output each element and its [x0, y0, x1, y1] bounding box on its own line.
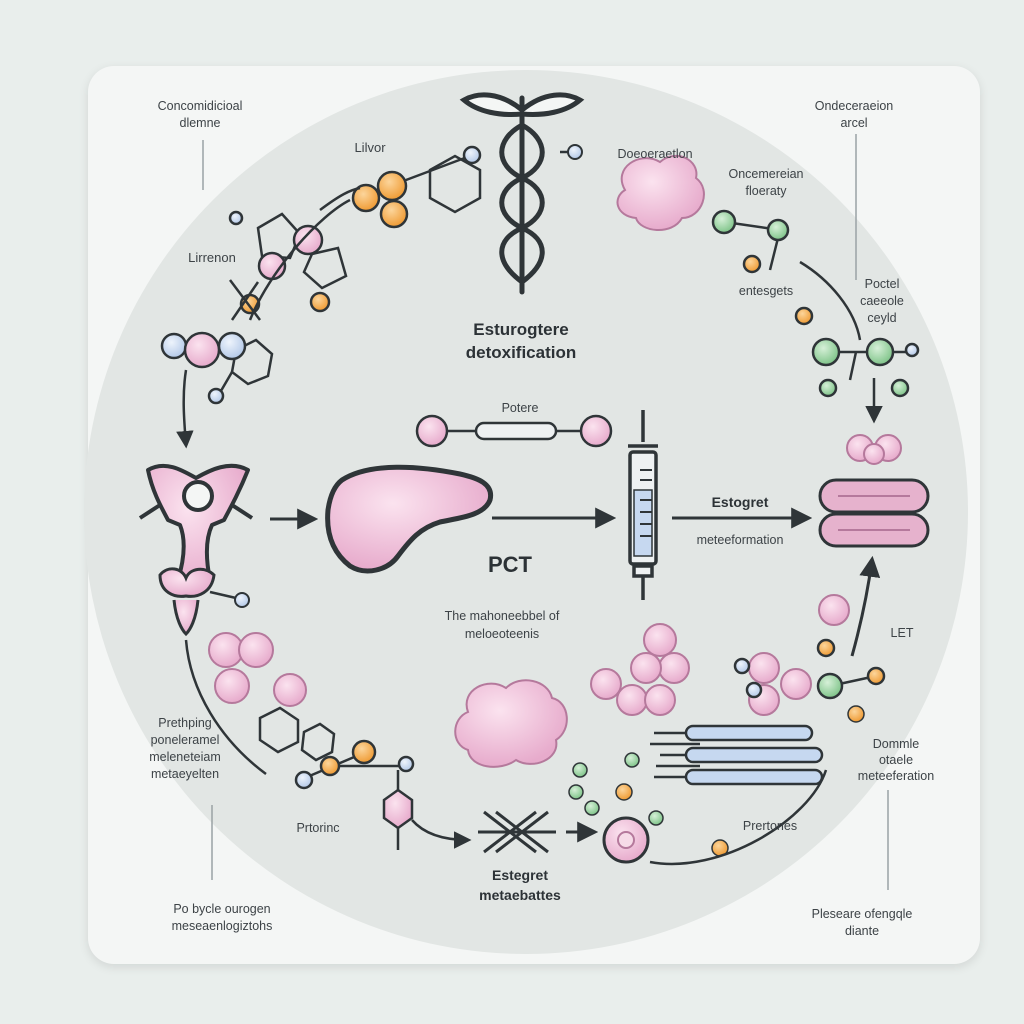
molecule-cluster-top-right: [711, 209, 814, 326]
label-right-bottom-3: meteeferation: [858, 769, 934, 783]
label-liver-top: Lilvor: [354, 140, 386, 155]
label-bottom-center-2: metaebattes: [479, 887, 561, 903]
label-bottom-center-1: Estegret: [492, 867, 548, 883]
mid-caption-1: The mahoneebbel of: [445, 609, 560, 623]
label-left-bottom-2: poneleramel: [151, 733, 220, 747]
label-protones: Prertones: [743, 819, 797, 833]
label-top-right-b-1: Oncemereian: [728, 167, 803, 181]
molecule-cluster-lower-left: [258, 706, 415, 850]
label-right-bottom-1: Dommle: [873, 737, 920, 751]
corner-label-bl-1: Po bycle ourogen: [173, 902, 270, 916]
label-right-d-2: caeeole: [860, 294, 904, 308]
liver-icon: [325, 464, 494, 574]
pink-blob-right: [846, 434, 902, 465]
corner-label-br-2: diante: [845, 924, 879, 938]
label-estogret-arrow: Estogret: [712, 494, 769, 510]
label-pct: PCT: [488, 552, 533, 577]
label-right-d-1: Poctel: [865, 277, 900, 291]
cell-cluster-top-right: [616, 154, 705, 232]
test-tube-stack-icon: [650, 724, 824, 786]
label-let: LET: [891, 626, 914, 640]
corner-label-tr-1: Ondeceraeion: [815, 99, 894, 113]
arrow-bottom-right-arc: [649, 769, 828, 866]
label-left-bottom-4: metaeyelten: [151, 767, 219, 781]
atom-blue-left: [234, 592, 250, 608]
center-title-2: detoxification: [466, 343, 577, 362]
atom-blue-top: [567, 144, 583, 160]
molecule-dumbbell: [415, 414, 613, 448]
uterus-icon: [138, 463, 254, 590]
label-potere: Potere: [502, 401, 539, 415]
arrow-top-right: [799, 260, 862, 341]
label-prtorinc: Prtorinc: [296, 821, 339, 835]
label-left-bottom-3: meleneteiam: [149, 750, 221, 764]
corner-label-bl-2: meseaenlogiztohs: [172, 919, 273, 933]
label-right-bottom-2: otaele: [879, 753, 913, 767]
label-left-bottom-1: Prethping: [158, 716, 212, 730]
syringe-icon: [628, 410, 658, 600]
molecule-cluster-top-left: [228, 145, 482, 321]
label-right-d-3: ceyld: [867, 311, 896, 325]
arrow-to-x-icon: [411, 819, 472, 849]
arrow-right-up: [850, 555, 881, 657]
arrow-top-left: [248, 198, 351, 321]
arrow-left-down: [176, 369, 194, 449]
molecule-cluster-left: [160, 331, 274, 405]
label-top-right-b-2: floeraty: [746, 184, 788, 198]
corner-label-tr-2: arcel: [840, 116, 867, 130]
scattered-atoms-bottom: [568, 705, 865, 857]
mid-caption-2: meloeoteenis: [465, 627, 539, 641]
corner-label-br-1: Pleseare ofengqle: [812, 907, 913, 921]
corner-label-tl-2: dlemne: [180, 116, 221, 130]
arrow-lower-left-arc: [184, 639, 267, 776]
caduceus-icon: [459, 92, 585, 295]
cell-cluster-bottom-mid: [590, 623, 690, 716]
flower-cluster-left: [158, 567, 216, 637]
label-top-right-a: Doeoeraetlon: [617, 147, 692, 161]
corner-label-tl-1: Concomidicioal: [158, 99, 243, 113]
capsule-stack-icon: [818, 478, 930, 548]
label-left-top: Lirrenon: [188, 250, 236, 265]
cell-cloud-bottom: [454, 679, 568, 768]
crossed-bonds-icon: [478, 810, 556, 854]
label-right-c: entesgets: [739, 284, 793, 298]
center-title-1: Esturogtere: [473, 320, 568, 339]
label-metaeformation: meteeformation: [697, 533, 784, 547]
molecule-cluster-right-lower: [733, 638, 886, 700]
molecule-cluster-right: [811, 337, 920, 398]
cell-cluster-lower-left: [208, 632, 307, 707]
cell-cluster-right-lower: [748, 594, 850, 716]
